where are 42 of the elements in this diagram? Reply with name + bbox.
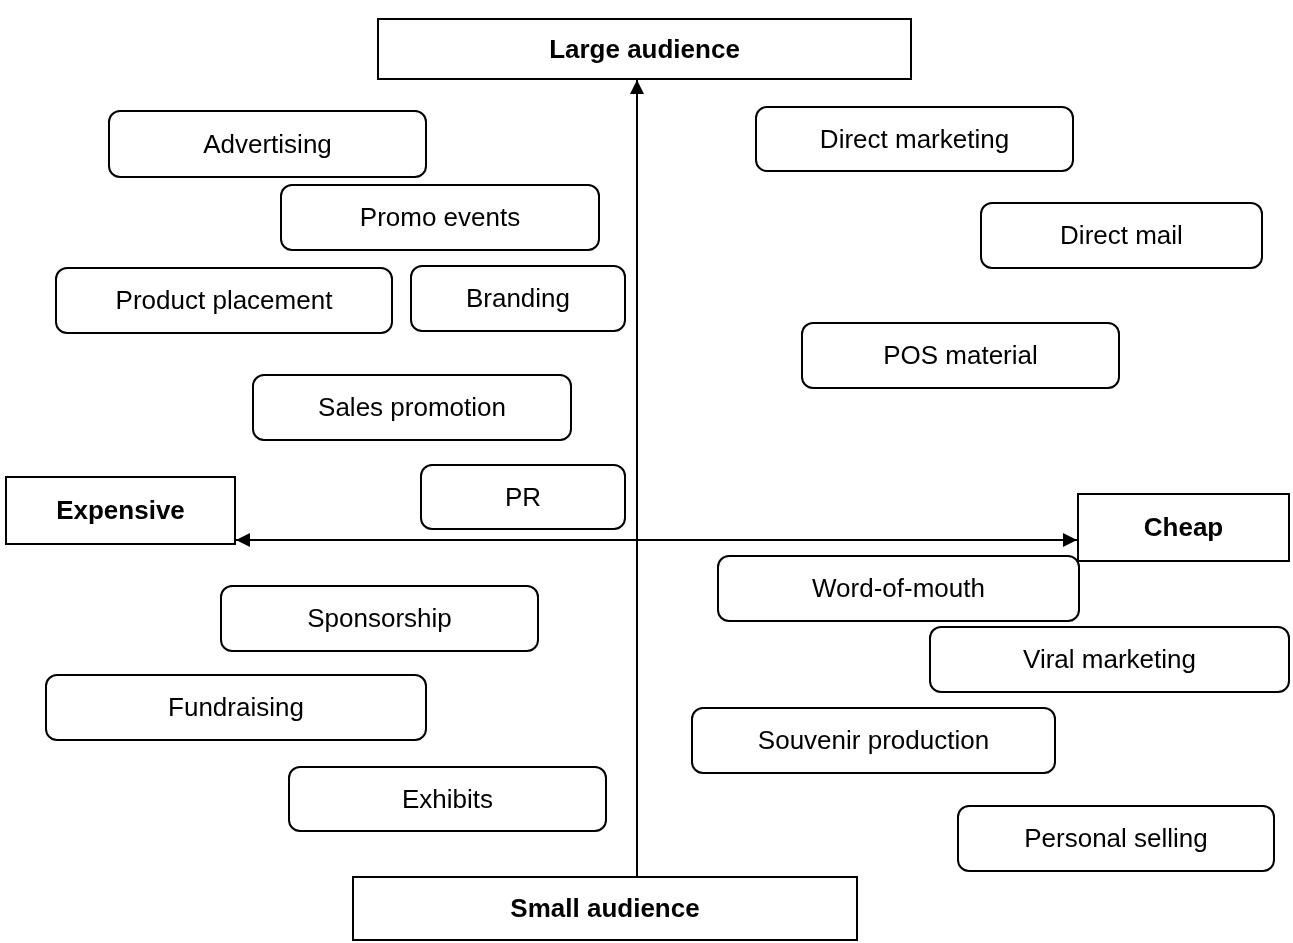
tool-box <box>691 707 1056 774</box>
node-label: Advertising <box>203 128 332 160</box>
node-label: Sales promotion <box>318 392 506 423</box>
node-label: Cheap <box>1143 512 1224 543</box>
node-label: Expensive <box>56 495 185 526</box>
tool-box <box>280 184 600 251</box>
tool-box <box>220 585 539 652</box>
arrow <box>630 79 644 877</box>
node-label: Souvenir production <box>757 725 990 756</box>
tool-box <box>55 267 393 334</box>
node-label: Sponsorship <box>307 603 452 634</box>
node-label: Personal selling <box>1024 823 1208 854</box>
node-label: Direct mail <box>1060 220 1183 251</box>
node-label: Branding <box>465 283 571 314</box>
tool-box <box>252 374 572 441</box>
axis-label-box <box>377 18 912 80</box>
node-label: Small audience <box>510 893 700 924</box>
tool-box <box>801 322 1120 389</box>
node-label: Exhibits <box>401 783 493 815</box>
tool-box <box>755 106 1074 172</box>
node-label: Fundraising <box>168 692 304 723</box>
tool-box <box>108 110 427 178</box>
tool-box <box>957 805 1275 872</box>
axis-label-box <box>352 876 858 941</box>
tool-box <box>410 265 626 332</box>
tool-box <box>288 766 607 832</box>
tool-box <box>929 626 1290 693</box>
node-label: Product placement <box>115 285 333 316</box>
node-label: Large audience <box>549 33 740 65</box>
node-label: PR <box>504 481 542 513</box>
tool-box <box>717 555 1080 622</box>
node-label: Viral marketing <box>1023 644 1196 675</box>
node-label: Direct marketing <box>819 123 1010 155</box>
tool-box <box>420 464 626 530</box>
node-label: Word-of-mouth <box>812 573 985 604</box>
tool-box <box>45 674 427 741</box>
double-arrow <box>235 533 1078 547</box>
tool-box <box>980 202 1263 269</box>
axis-label-box <box>5 476 236 545</box>
node-label: POS material <box>883 340 1038 371</box>
node-label: Promo events <box>359 202 521 233</box>
axis-label-box <box>1077 493 1290 562</box>
